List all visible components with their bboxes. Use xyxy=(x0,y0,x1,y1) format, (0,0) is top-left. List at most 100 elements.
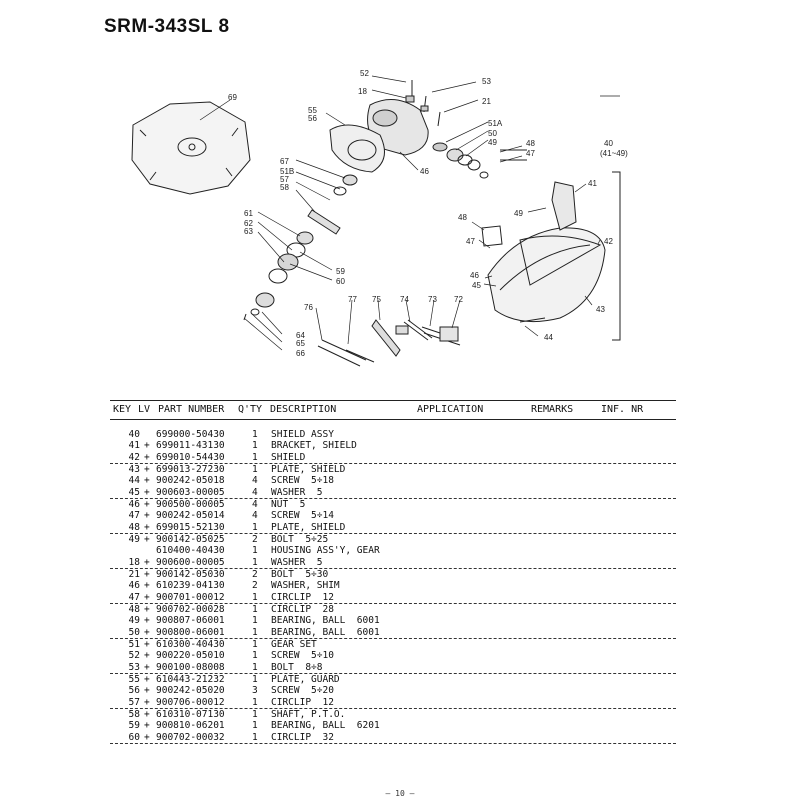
row-description: SCREW 5÷14 xyxy=(271,510,334,522)
row-part-number: 900242-05014 xyxy=(156,510,225,522)
row-description: SCREW 5÷10 xyxy=(271,650,334,662)
header-part-number: PART NUMBER xyxy=(158,404,225,415)
row-part-number: 900800-06001 xyxy=(156,626,225,638)
callout-label: 48 xyxy=(526,139,535,148)
row-part-number: 699010-54430 xyxy=(156,451,225,463)
row-quantity: 1 xyxy=(252,440,258,452)
tool-set-part xyxy=(317,319,461,367)
row-level: + xyxy=(144,451,150,463)
row-key: 52 xyxy=(128,650,140,662)
callout-label: 55 xyxy=(308,106,317,115)
callout-label: 64 xyxy=(296,331,305,340)
page-title: SRM-343SL 8 xyxy=(104,16,230,37)
row-part-number: 900600-00005 xyxy=(156,556,225,568)
row-key: 42 xyxy=(128,451,140,463)
row-level: + xyxy=(144,685,150,697)
row-level: + xyxy=(144,731,150,743)
row-key: 40 xyxy=(128,429,140,440)
row-quantity: 1 xyxy=(252,545,258,557)
header-lv: LV xyxy=(138,404,151,415)
header-inf-nr: INF. NR xyxy=(601,404,644,415)
row-level: + xyxy=(144,486,150,498)
table-header: KEY LV PART NUMBER Q'TY DESCRIPTION APPL… xyxy=(113,404,713,418)
callout-label: 53 xyxy=(482,77,491,86)
row-description: CIRCLIP 28 xyxy=(271,603,334,615)
row-part-number: 900702-00032 xyxy=(156,731,225,743)
row-part-number: 900702-00028 xyxy=(156,603,225,615)
row-part-number: 900807-06001 xyxy=(156,615,225,627)
bearing-stack-part xyxy=(432,142,527,179)
row-part-number: 900242-05020 xyxy=(156,685,225,697)
callout-label: 60 xyxy=(336,277,345,286)
row-part-number: 610310-07130 xyxy=(156,708,225,720)
row-quantity: 1 xyxy=(252,463,258,475)
row-level: + xyxy=(144,626,150,638)
row-description: CIRCLIP 32 xyxy=(271,731,334,743)
callout-label: 62 xyxy=(244,219,253,228)
row-description: BEARING, BALL 6201 xyxy=(271,720,380,732)
callout-label: 69 xyxy=(228,93,237,102)
row-description: SHAFT, P.T.O. xyxy=(271,708,346,720)
row-level: + xyxy=(144,673,150,685)
row-part-number: 900220-05010 xyxy=(156,650,225,662)
row-key: 53 xyxy=(128,661,140,673)
leader-lines xyxy=(199,75,620,351)
callout-label: 41 xyxy=(588,179,597,188)
callout-label: 47 xyxy=(466,237,475,246)
row-description: WASHER 5 xyxy=(271,556,323,568)
row-part-number: 900500-00005 xyxy=(156,498,225,510)
callout-label: 74 xyxy=(400,295,409,304)
row-level: + xyxy=(144,720,150,732)
callout-label: 50 xyxy=(488,129,497,138)
row-quantity: 2 xyxy=(252,533,258,545)
row-description: BOLT 5÷30 xyxy=(271,568,329,580)
page-number: — 10 — xyxy=(385,789,415,798)
row-part-number: 699013-27230 xyxy=(156,463,225,475)
callout-label: 44 xyxy=(544,333,553,342)
row-key: 49 xyxy=(128,533,140,545)
row-key: 55 xyxy=(128,673,140,685)
row-level: + xyxy=(144,603,150,615)
row-level: + xyxy=(144,533,150,545)
row-description: PLATE, GUARD xyxy=(271,673,340,685)
row-quantity: 1 xyxy=(252,603,258,615)
row-part-number: 900142-05025 xyxy=(156,533,225,545)
row-part-number: 900142-05030 xyxy=(156,568,225,580)
row-level: + xyxy=(144,510,150,522)
row-quantity: 1 xyxy=(252,626,258,638)
callout-label: 46 xyxy=(420,167,429,176)
row-description: WASHER 5 xyxy=(271,486,323,498)
row-description: BEARING, BALL 6001 xyxy=(271,626,380,638)
row-description: HOUSING ASS'Y, GEAR xyxy=(271,545,380,557)
header-remarks: REMARKS xyxy=(531,404,574,415)
row-part-number: 699011-43130 xyxy=(156,440,225,452)
callout-label: 66 xyxy=(296,349,305,358)
row-quantity: 1 xyxy=(252,673,258,685)
row-quantity: 3 xyxy=(252,685,258,697)
row-key: 60 xyxy=(128,731,140,743)
row-key: 50 xyxy=(128,626,140,638)
row-quantity: 1 xyxy=(252,720,258,732)
row-level: + xyxy=(144,475,150,487)
row-quantity: 1 xyxy=(252,429,258,440)
row-part-number: 900242-05018 xyxy=(156,475,225,487)
row-quantity: 1 xyxy=(252,615,258,627)
callout-label: 65 xyxy=(296,339,305,348)
row-key: 59 xyxy=(128,720,140,732)
